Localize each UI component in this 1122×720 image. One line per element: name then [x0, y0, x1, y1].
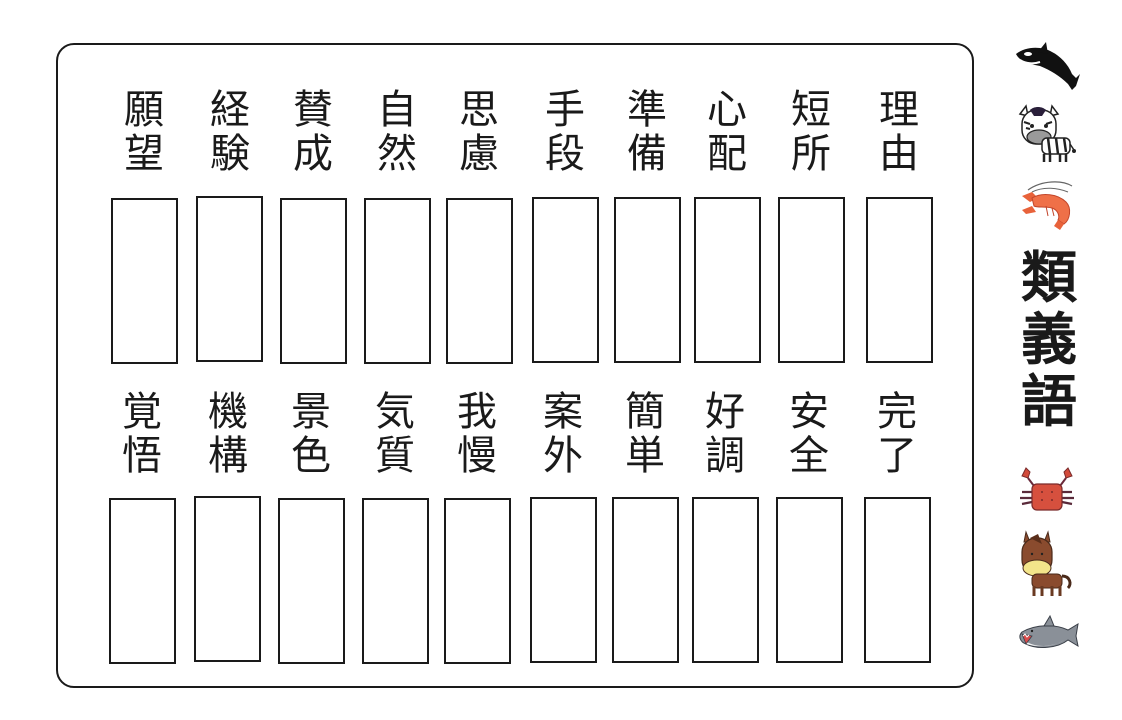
- word-char: 望: [124, 131, 164, 177]
- answer-box-1-10[interactable]: [866, 197, 933, 363]
- answer-box-1-3[interactable]: [280, 198, 347, 364]
- word-char: 配: [707, 131, 747, 177]
- answer-box-1-7[interactable]: [614, 197, 681, 363]
- word-char: 慢: [457, 433, 497, 479]
- word-char: 短: [791, 87, 831, 133]
- title-char: 義: [1021, 308, 1077, 373]
- shrimp-icon: [1012, 176, 1082, 238]
- answer-box-2-7[interactable]: [612, 497, 679, 663]
- word-char: 構: [208, 433, 248, 479]
- word-char: 質: [375, 433, 415, 479]
- word-char: 案: [543, 389, 583, 435]
- word-char: 然: [377, 131, 417, 177]
- crab-icon: [1012, 462, 1082, 524]
- word-char: 経: [210, 87, 250, 133]
- title-char: 語: [1021, 370, 1077, 435]
- word-char: 好: [705, 389, 745, 435]
- word-card-2-8: 好 調: [685, 390, 765, 478]
- word-card-2-1: 覚 悟: [102, 390, 182, 478]
- answer-box-1-4[interactable]: [364, 198, 431, 364]
- word-char: 景: [291, 389, 331, 435]
- word-char: 色: [291, 433, 331, 479]
- word-char: 慮: [459, 131, 499, 177]
- word-card-1-3: 賛 成: [273, 88, 353, 176]
- word-char: 調: [705, 433, 745, 479]
- word-card-1-5: 思 慮: [439, 88, 519, 176]
- word-card-2-9: 安 全: [769, 390, 849, 478]
- word-char: 外: [543, 433, 583, 479]
- title-char: 類: [1021, 246, 1077, 311]
- word-card-2-6: 案 外: [523, 390, 603, 478]
- word-char: 安: [789, 389, 829, 435]
- word-char: 由: [879, 131, 919, 177]
- answer-box-2-8[interactable]: [692, 497, 759, 663]
- word-char: 思: [459, 87, 499, 133]
- word-char: 手: [545, 87, 585, 133]
- answer-box-2-9[interactable]: [776, 497, 843, 663]
- word-card-2-2: 機 構: [188, 390, 268, 478]
- word-char: 所: [791, 131, 831, 177]
- word-char: 簡: [625, 389, 665, 435]
- answer-box-2-10[interactable]: [864, 497, 931, 663]
- word-card-1-6: 手 段: [525, 88, 605, 176]
- word-card-2-4: 気 質: [355, 390, 435, 478]
- word-card-2-7: 簡 単: [605, 390, 685, 478]
- answer-box-2-4[interactable]: [362, 498, 429, 664]
- word-char: 備: [627, 131, 667, 177]
- answer-box-1-9[interactable]: [778, 197, 845, 363]
- word-card-1-8: 心 配: [687, 88, 767, 176]
- word-char: 全: [789, 433, 829, 479]
- word-char: 気: [375, 389, 415, 435]
- answer-box-1-8[interactable]: [694, 197, 761, 363]
- answer-box-2-5[interactable]: [444, 498, 511, 664]
- word-char: 覚: [122, 389, 162, 435]
- answer-box-2-6[interactable]: [530, 497, 597, 663]
- worksheet-frame: [56, 43, 974, 688]
- answer-box-2-3[interactable]: [278, 498, 345, 664]
- word-card-1-1: 願 望: [104, 88, 184, 176]
- word-char: 機: [208, 389, 248, 435]
- word-char: 悟: [122, 433, 162, 479]
- word-char: 了: [877, 433, 917, 479]
- word-card-1-2: 経 験: [190, 88, 270, 176]
- word-char: 験: [210, 131, 250, 177]
- word-card-2-5: 我 慢: [437, 390, 517, 478]
- word-char: 自: [377, 87, 417, 133]
- word-char: 理: [879, 87, 919, 133]
- word-char: 成: [293, 131, 333, 177]
- answer-box-2-2[interactable]: [194, 496, 261, 662]
- answer-box-1-5[interactable]: [446, 198, 513, 364]
- word-char: 心: [707, 87, 747, 133]
- word-char: 賛: [293, 87, 333, 133]
- shark-icon: [1012, 612, 1082, 674]
- zebra-icon: [1012, 104, 1082, 166]
- word-card-2-10: 完 了: [857, 390, 937, 478]
- word-char: 完: [877, 389, 917, 435]
- word-char: 準: [627, 87, 667, 133]
- word-char: 段: [545, 131, 585, 177]
- word-card-1-10: 理 由: [859, 88, 939, 176]
- worksheet-title: 類 義 語: [1014, 248, 1084, 434]
- word-char: 我: [457, 389, 497, 435]
- word-card-1-4: 自 然: [357, 88, 437, 176]
- word-card-1-9: 短 所: [771, 88, 851, 176]
- answer-box-1-2[interactable]: [196, 196, 263, 362]
- word-char: 願: [124, 87, 164, 133]
- orca-icon: [1012, 40, 1082, 102]
- word-card-2-3: 景 色: [271, 390, 351, 478]
- answer-box-1-1[interactable]: [111, 198, 178, 364]
- horse-icon: [1012, 528, 1082, 596]
- answer-box-1-6[interactable]: [532, 197, 599, 363]
- word-card-1-7: 準 備: [607, 88, 687, 176]
- answer-box-2-1[interactable]: [109, 498, 176, 664]
- word-char: 単: [625, 433, 665, 479]
